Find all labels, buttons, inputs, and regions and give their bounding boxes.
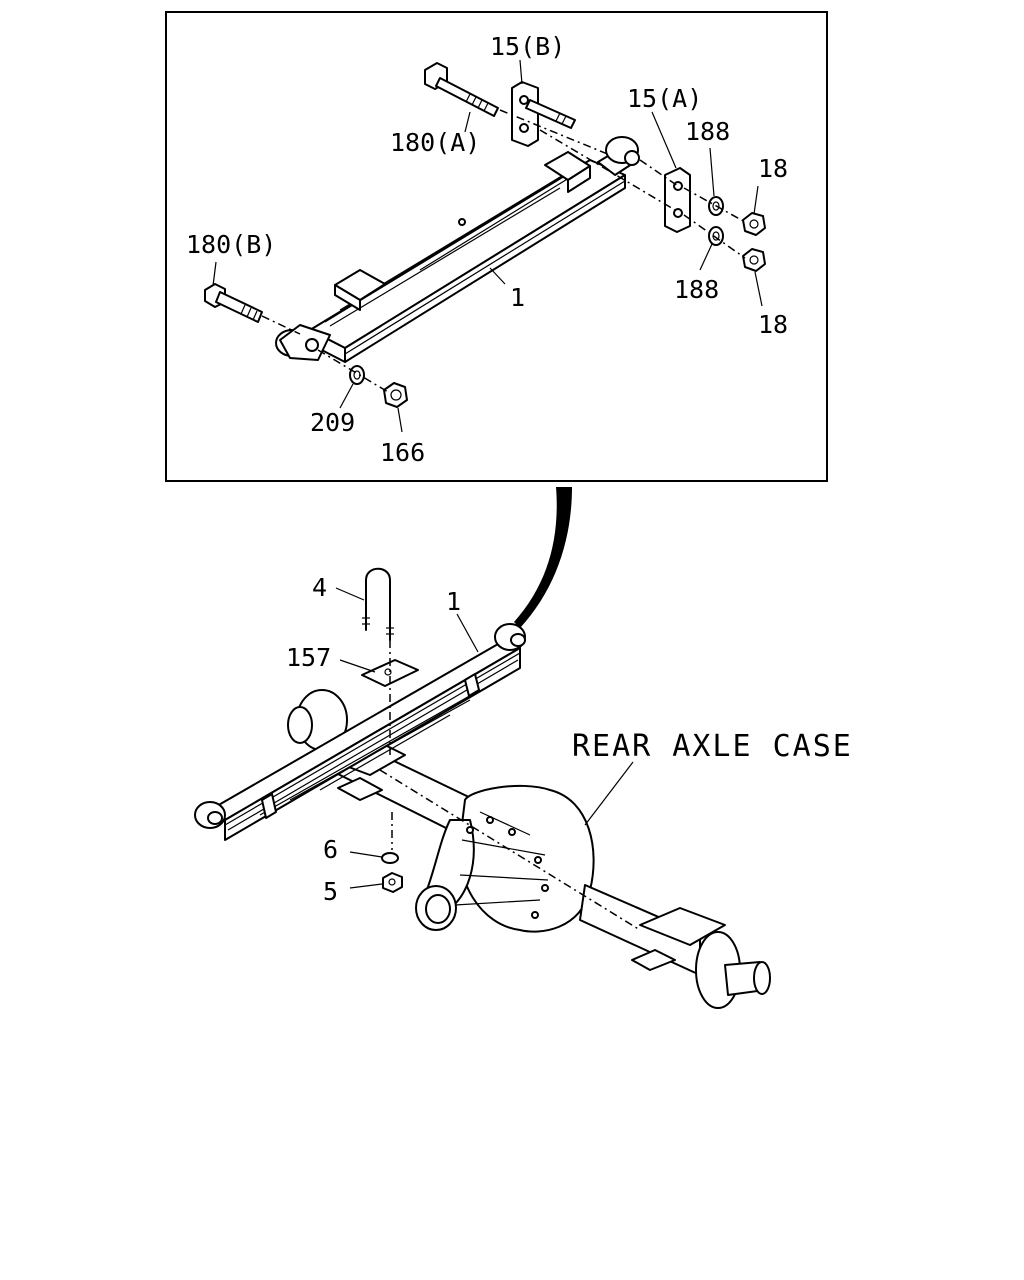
label-6: 6 <box>323 835 338 864</box>
label-18-bottom: 18 <box>758 310 788 339</box>
rear-axle-case <box>287 689 771 1009</box>
label-1-detail: 1 <box>510 283 525 312</box>
label-180a: 180(A) <box>390 128 480 157</box>
label-166: 166 <box>380 438 425 467</box>
nut-166 <box>383 382 408 408</box>
label-209: 209 <box>310 408 355 437</box>
shackle-plate-15b <box>511 81 576 147</box>
main-center-lines <box>379 640 641 931</box>
label-15a: 15(A) <box>627 84 702 113</box>
label-180b: 180(B) <box>186 230 276 259</box>
spring-plate-157 <box>361 659 419 687</box>
label-157: 157 <box>286 643 331 672</box>
label-rear-axle-case: REAR AXLE CASE <box>572 729 853 764</box>
u-bolt-4 <box>362 567 394 641</box>
label-188-top: 188 <box>685 117 730 146</box>
detail-pointer-arrow <box>514 487 572 628</box>
label-18-top: 18 <box>758 154 788 183</box>
main-leaders <box>335 587 634 889</box>
nut-5 <box>382 872 403 893</box>
washer-209 <box>349 365 365 385</box>
shackle-plate-15a <box>664 167 691 233</box>
detail-frame <box>165 11 828 482</box>
label-4: 4 <box>312 573 327 602</box>
label-188-bottom: 188 <box>674 275 719 304</box>
bolt-180a <box>424 62 499 117</box>
bolt-180b <box>204 283 263 323</box>
label-5: 5 <box>323 877 338 906</box>
detail-leaders <box>212 59 763 433</box>
leaf-spring-main <box>194 623 526 841</box>
leaf-spring-detail <box>275 136 640 363</box>
washer-6 <box>381 852 399 864</box>
nut-18 <box>742 212 766 272</box>
label-1-main: 1 <box>446 587 461 616</box>
detail-center-lines <box>261 109 746 393</box>
label-15b: 15(B) <box>490 32 565 61</box>
